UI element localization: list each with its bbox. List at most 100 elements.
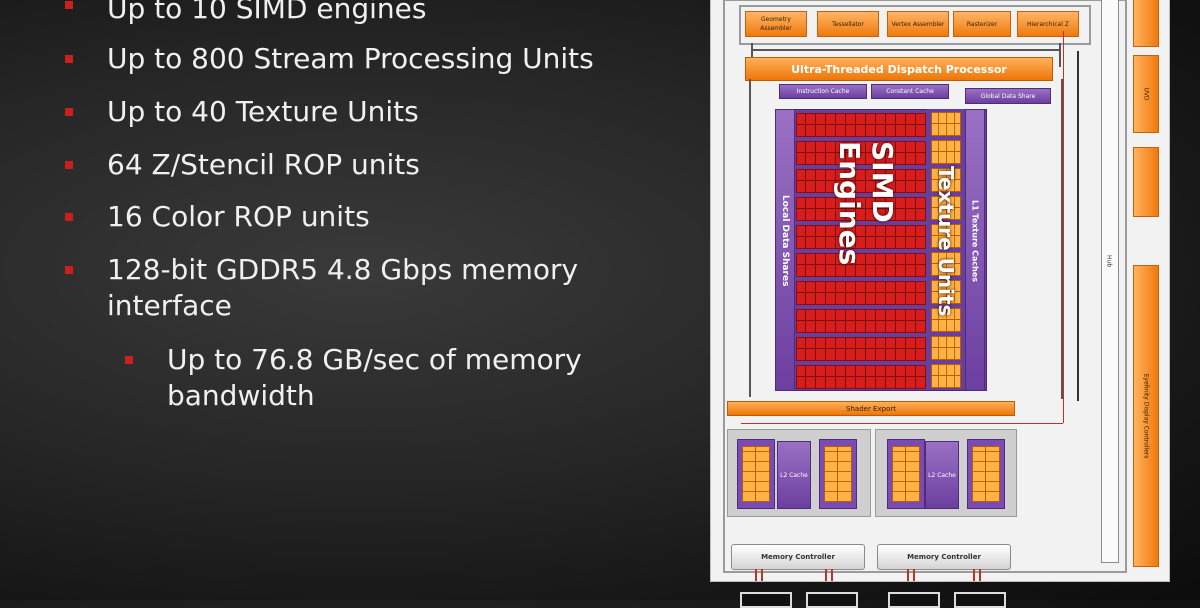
bullet-text-continuation: interface (107, 289, 232, 322)
tessellator-box: Tessellator (817, 11, 879, 37)
instruction-cache-box: Instruction Cache (779, 84, 867, 99)
render-backend-unit (819, 439, 857, 509)
uvd-box: UVD (1133, 55, 1159, 133)
texture-unit-cell (931, 308, 961, 332)
memory-controller-left: Memory Controller (731, 544, 865, 570)
simd-engine-row (796, 225, 926, 249)
texture-unit-cell (931, 224, 961, 248)
simd-engine-row (796, 337, 926, 361)
memory-controller-right-label: Memory Controller (907, 553, 981, 561)
hub-label: Hub (1105, 254, 1113, 268)
vertex-assembler-label: Vertex Assembler (891, 20, 945, 28)
texture-unit-array (927, 109, 965, 389)
constant-cache-label: Constant Cache (886, 88, 934, 95)
eyefinity-label: Eyefinity Display Controllers (1142, 373, 1150, 459)
bullet-marker (65, 108, 73, 116)
bullet-marker (65, 213, 73, 221)
eyefinity-display-controllers-box: Eyefinity Display Controllers (1133, 265, 1159, 567)
shader-export-label: Shader Export (846, 404, 896, 413)
l2-cache-left: L2 Cache (777, 441, 811, 509)
bullet-text: Up to 40 Texture Units (107, 95, 419, 128)
red-path-top (741, 423, 1063, 424)
tessellator-label: Tessellator (832, 20, 864, 28)
l2-cache-right-label: L2 Cache (928, 471, 956, 479)
simd-engine-row (796, 365, 926, 389)
hierarchical-z-box: Hierarchical Z (1017, 11, 1079, 37)
texture-unit-cell (931, 336, 961, 360)
texture-unit-cell (931, 252, 961, 276)
bullet-marker (65, 266, 73, 274)
render-backend-unit (737, 439, 775, 509)
setup-connector-line (751, 49, 1059, 51)
mem-pin-7 (973, 569, 975, 581)
render-backend-unit (967, 439, 1005, 509)
mem-pin-4 (831, 569, 833, 581)
simd-engine-row (796, 309, 926, 333)
left-data-bus (749, 79, 751, 397)
geometry-assembler-label: Geometry Assembler (760, 16, 792, 32)
outer-right-bus (1077, 51, 1079, 401)
instruction-cache-label: Instruction Cache (796, 88, 850, 95)
texture-unit-cell (931, 112, 961, 136)
bullet-text: 16 Color ROP units (107, 200, 370, 233)
memory-chip-1 (740, 592, 792, 608)
constant-cache-box: Constant Cache (871, 84, 949, 99)
chip-frame (723, 0, 1127, 573)
mem-pin-3 (825, 569, 827, 581)
mem-pin-5 (907, 569, 909, 581)
local-data-share-column (775, 109, 795, 391)
texture-unit-cell (931, 364, 961, 388)
dispatch-label: Ultra-Threaded Dispatch Processor (791, 62, 1007, 76)
simd-engine-row (796, 141, 926, 165)
shader-export-bar: Shader Export (727, 401, 1015, 416)
hierarchical-z-label: Hierarchical Z (1027, 20, 1069, 28)
ultra-threaded-dispatch-processor: Ultra-Threaded Dispatch Processor (745, 57, 1053, 81)
memory-chip-4 (954, 592, 1006, 608)
bullet-marker (65, 161, 73, 169)
rasterizer-label: Rasterizer (966, 20, 998, 28)
global-data-share-box: Global Data Share (965, 88, 1051, 104)
mem-pin-1 (755, 569, 757, 581)
setup-engine-frame (739, 5, 1091, 45)
l1-texture-caches-label: L1 Texture Caches (970, 200, 980, 282)
bullet-text: Up to 76.8 GB/sec of memory (167, 343, 582, 376)
local-data-shares-label: Local Data Shares (780, 195, 790, 287)
uvd-label: UVD (1142, 87, 1150, 101)
memory-controller-right: Memory Controller (877, 544, 1011, 570)
l1-texture-cache-column (965, 109, 985, 391)
global-data-share-label: Global Data Share (980, 92, 1036, 100)
simd-engine-row (796, 197, 926, 221)
texture-unit-cell (931, 196, 961, 220)
mem-pin-2 (761, 569, 763, 581)
geometry-assembler-box: Geometry Assembler (745, 11, 807, 37)
bullet-text: 128-bit GDDR5 4.8 Gbps memory (107, 253, 579, 286)
bullet-text: Up to 10 SIMD engines (107, 0, 427, 25)
simd-engine-row (796, 113, 926, 137)
hub-bar (1101, 0, 1119, 563)
bullet-marker (65, 1, 73, 9)
texture-unit-cell (931, 168, 961, 192)
texture-units-label: Texture Units (934, 165, 958, 317)
memory-chip-3 (888, 592, 940, 608)
texture-unit-cell (931, 280, 961, 304)
l2-cache-right: L2 Cache (925, 441, 959, 509)
rasterizer-box: Rasterizer (953, 11, 1011, 37)
right-data-bus (1061, 79, 1063, 399)
bullet-marker (125, 356, 133, 364)
setup-connector-drop (1059, 43, 1061, 67)
simd-engine-row (796, 169, 926, 193)
side-unit-middle (1133, 147, 1159, 217)
bullet-text: 64 Z/Stencil ROP units (107, 148, 420, 181)
bullet-marker (65, 55, 73, 63)
render-backend-unit (887, 439, 925, 509)
bullet-text-continuation: bandwidth (167, 379, 315, 412)
bullet-text: Up to 800 Stream Processing Units (107, 42, 594, 75)
simd-engines-label: SIMD Engines (833, 141, 899, 266)
memory-controller-left-label: Memory Controller (761, 553, 835, 561)
simd-engine-row (796, 253, 926, 277)
red-path-right (1063, 31, 1064, 423)
gpu-block-diagram: Geometry Assembler Tessellator Vertex As… (710, 0, 1170, 582)
texture-unit-cell (931, 140, 961, 164)
mem-pin-6 (913, 569, 915, 581)
l2-cache-left-label: L2 Cache (780, 471, 808, 479)
